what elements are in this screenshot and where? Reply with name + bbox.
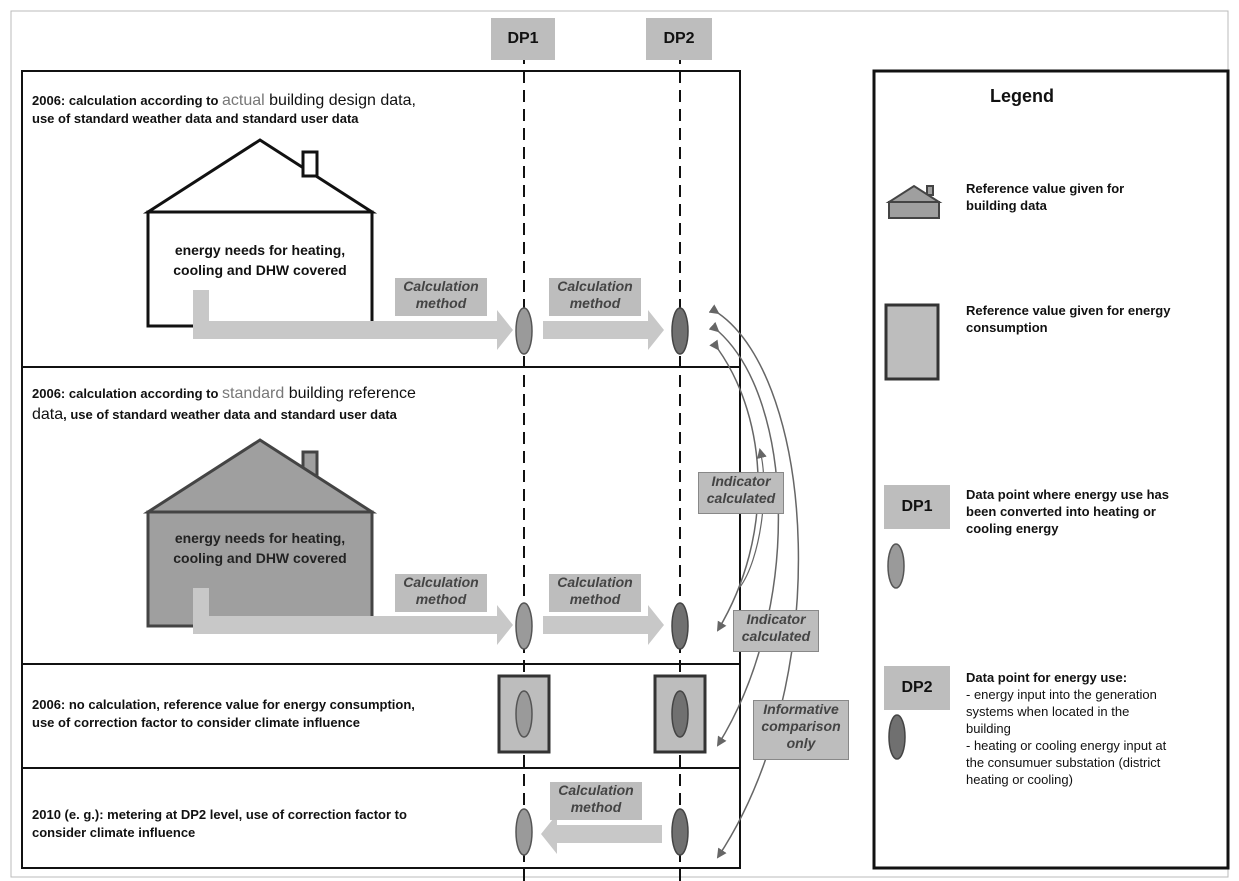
legend-text-line: been converted into heating or: [966, 504, 1156, 519]
comparison-curve-3: [708, 304, 800, 859]
legend-text-line: Reference value given for energy: [966, 303, 1171, 318]
dp2-header: DP2: [646, 18, 712, 60]
dp1-header: DP1: [491, 18, 555, 60]
row4-heading-line2: consider climate influence: [32, 825, 196, 840]
calc-label-text: Calculation: [557, 574, 633, 590]
row1-house-text: energy needs for heating,: [174, 242, 346, 258]
legend-text-line: Data point where energy use has: [966, 487, 1170, 502]
row1-house-text: cooling and DHW covered: [173, 262, 347, 278]
calc-label-text: method: [570, 799, 622, 815]
annotation-text: Indicator: [746, 611, 806, 627]
annotation-text: Informative: [763, 701, 839, 717]
dp2-marker: [671, 690, 689, 738]
legend-text-line: systems when located in the: [966, 704, 1130, 719]
row2-heading-part: building reference: [284, 385, 416, 402]
dp1-marker: [515, 690, 533, 738]
legend-dp2-label: DP2: [884, 666, 950, 710]
row1-heading-highlight: actual: [222, 92, 265, 109]
legend-text-line: Data point for energy use:: [966, 670, 1128, 685]
house-outline-icon: [142, 138, 378, 328]
row2-heading-highlight: standard: [222, 385, 285, 402]
row2-heading-part: data: [32, 406, 64, 423]
row2-flow-arrow-1: [193, 588, 513, 645]
annotation-text: Indicator: [711, 473, 771, 489]
legend-dp1-label: DP1: [884, 485, 950, 529]
row2-house-label: energy needs for heating, cooling and DH…: [148, 528, 372, 568]
house-filled-icon: [142, 438, 378, 628]
calc-label-text: method: [569, 591, 621, 607]
row2-house-text: energy needs for heating,: [174, 530, 346, 546]
dp1-marker: [515, 307, 533, 355]
legend-dp1-text: Data point where energy use has been conv…: [966, 486, 1169, 537]
legend-dp2-marker-icon: [888, 714, 906, 760]
calc-label-text: method: [415, 295, 467, 311]
row1-heading-line2: use of standard weather data and standar…: [32, 111, 359, 126]
legend-dp1-marker-icon: [887, 543, 905, 589]
comparison-curve-2: [708, 321, 780, 747]
annotation-text: calculated: [741, 628, 811, 644]
row2-house-text: cooling and DHW covered: [173, 550, 347, 566]
row1-heading-part: building design data,: [264, 92, 416, 109]
legend-house-icon: [885, 184, 943, 219]
dp1-marker: [515, 602, 533, 650]
legend-dp2-text: Data point for energy use: - energy inpu…: [966, 669, 1166, 788]
calc-label-text: method: [415, 591, 467, 607]
legend-consumption-text: Reference value given for energy consumpt…: [966, 302, 1170, 336]
legend-text-line: Reference value given for: [966, 181, 1125, 196]
legend-title: Legend: [990, 86, 1055, 106]
row1-heading-part: 2006: calculation according to: [32, 93, 222, 108]
row1-heading-line1: 2006: calculation according to actual bu…: [32, 92, 416, 110]
annotation-text: comparison: [761, 718, 841, 734]
row3-heading-line1: 2006: no calculation, reference value fo…: [32, 697, 415, 712]
row1-flow-arrow-1: [193, 290, 513, 350]
row2-heading-line1: 2006: calculation according to standard …: [32, 385, 416, 403]
annotation-text: calculated: [706, 490, 776, 506]
dp2-marker: [671, 808, 689, 856]
legend-text-line: - energy input into the generation: [966, 687, 1157, 702]
legend-text-line: building data: [966, 198, 1047, 213]
row4-flow-arrow: [541, 814, 662, 854]
comparison-curve-4: [739, 448, 767, 588]
legend-text-line: consumption: [966, 320, 1048, 335]
row3-frame: [21, 663, 741, 769]
calc-label-text: Calculation: [403, 574, 479, 590]
row1-house-label: energy needs for heating, cooling and DH…: [148, 240, 372, 280]
legend-text-line: the consumuer substation (district: [966, 755, 1161, 770]
calc-label-text: Calculation: [557, 278, 633, 294]
row2-heading-line2: data, use of standard weather data and s…: [32, 406, 397, 424]
legend-house-text: Reference value given for building data: [966, 180, 1124, 214]
row4-heading-line1: 2010 (e. g.): metering at DP2 level, use…: [32, 807, 407, 822]
dp2-marker: [671, 602, 689, 650]
row2-flow-arrow-2: [543, 605, 664, 645]
calc-label-text: Calculation: [558, 782, 634, 798]
legend-consumption-icon: [884, 303, 940, 381]
legend-text-line: - heating or cooling energy input at: [966, 738, 1167, 753]
dp1-marker: [515, 808, 533, 856]
dp2-marker: [671, 307, 689, 355]
row1-flow-arrow-2: [543, 310, 664, 350]
row3-heading-line2: use of correction factor to consider cli…: [32, 715, 360, 730]
legend-text-line: heating or cooling): [966, 772, 1073, 787]
legend-frame: [872, 69, 1230, 870]
legend-text-line: cooling energy: [966, 521, 1059, 536]
row2-heading-part: , use of standard weather data and stand…: [63, 407, 397, 422]
row2-heading-part: 2006: calculation according to: [32, 386, 222, 401]
annotation-text: only: [786, 735, 816, 751]
calc-label-text: Calculation: [403, 278, 479, 294]
calc-label-text: method: [569, 295, 621, 311]
legend-text-line: building: [966, 721, 1011, 736]
